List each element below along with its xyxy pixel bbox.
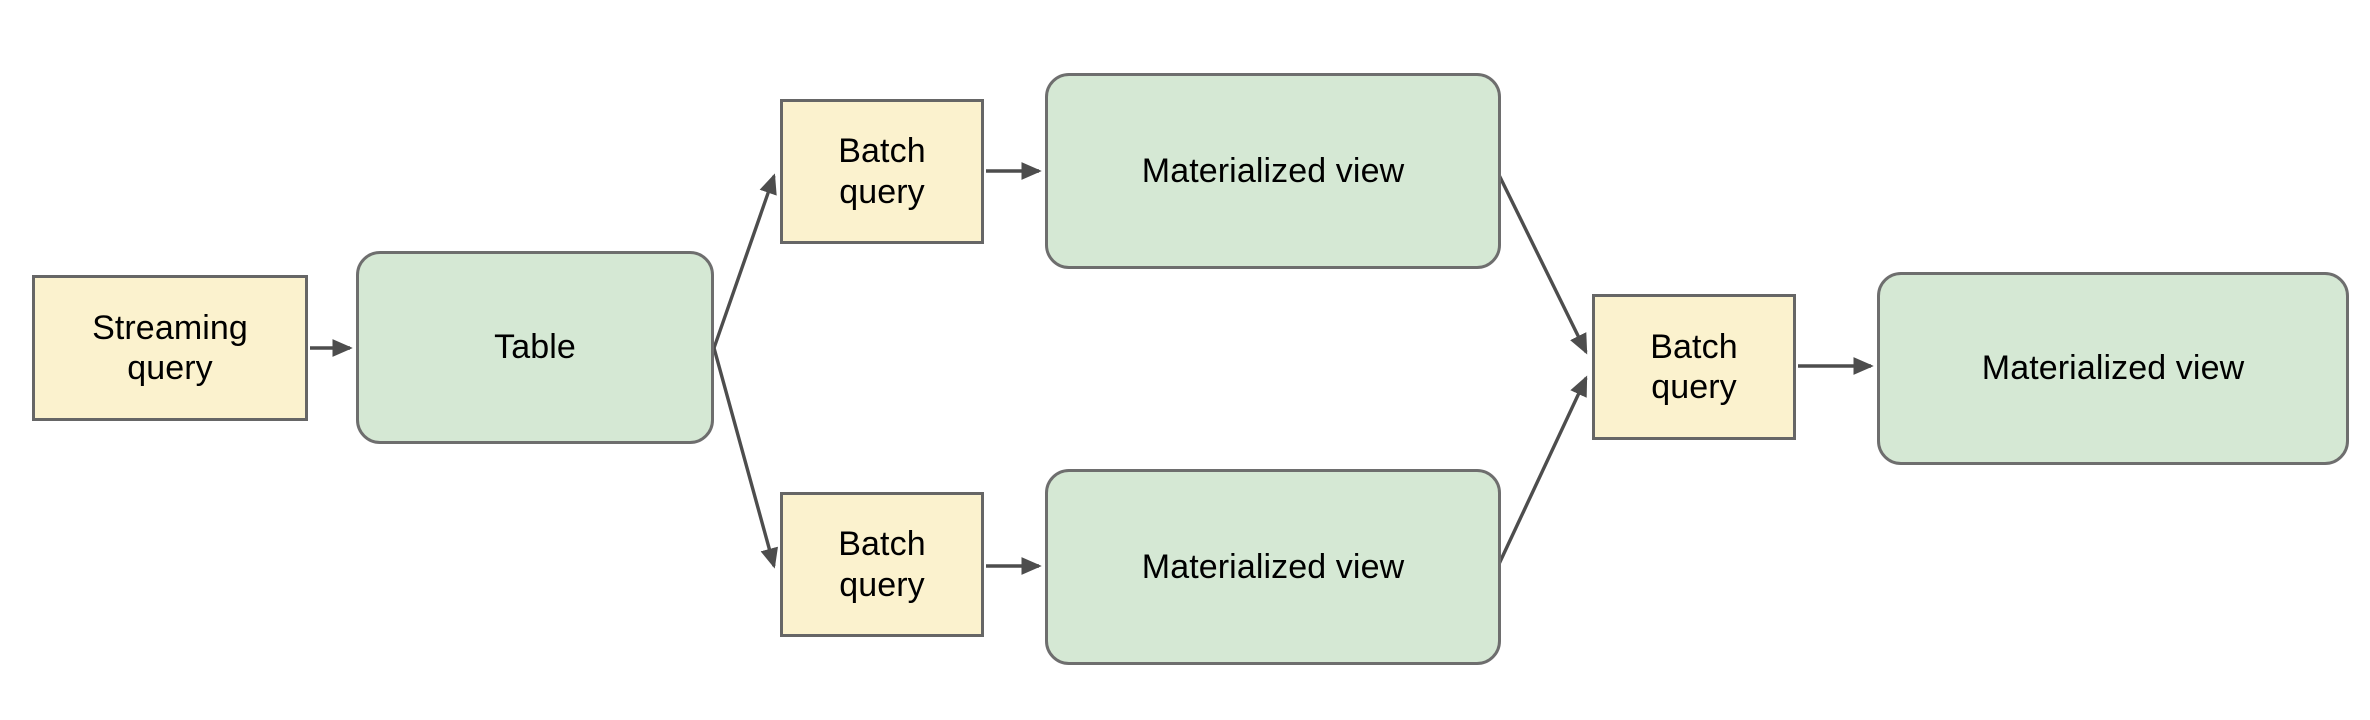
node-materialized-view-top-label: Materialized view: [1141, 151, 1405, 190]
node-materialized-view-final-label: Materialized view: [1981, 349, 2245, 388]
node-materialized-view-final[interactable]: Materialized view: [1877, 272, 2349, 465]
node-materialized-view-bottom-label: Materialized view: [1141, 547, 1405, 586]
node-batch-query-top-label: Batch query: [838, 132, 926, 211]
edge-materialized-view-bottom-to-batch-query-right: [1497, 375, 1588, 565]
node-table-label: Table: [494, 328, 576, 367]
node-materialized-view-bottom[interactable]: Materialized view: [1045, 469, 1501, 665]
node-batch-query-top[interactable]: Batch query: [780, 99, 984, 244]
node-batch-query-bottom-label: Batch query: [838, 525, 926, 604]
edge-table-to-batch-query-top: [712, 173, 777, 349]
node-batch-query-right[interactable]: Batch query: [1592, 294, 1796, 440]
edge-materialized-view-top-to-batch-query-right: [1497, 174, 1588, 355]
node-batch-query-bottom[interactable]: Batch query: [780, 492, 984, 637]
node-streaming-query-label: Streaming query: [92, 308, 248, 387]
node-table[interactable]: Table: [356, 251, 714, 444]
node-batch-query-right-label: Batch query: [1650, 327, 1738, 406]
node-streaming-query[interactable]: Streaming query: [32, 275, 308, 421]
edge-table-to-batch-query-bottom: [712, 347, 778, 569]
node-materialized-view-top[interactable]: Materialized view: [1045, 73, 1501, 269]
